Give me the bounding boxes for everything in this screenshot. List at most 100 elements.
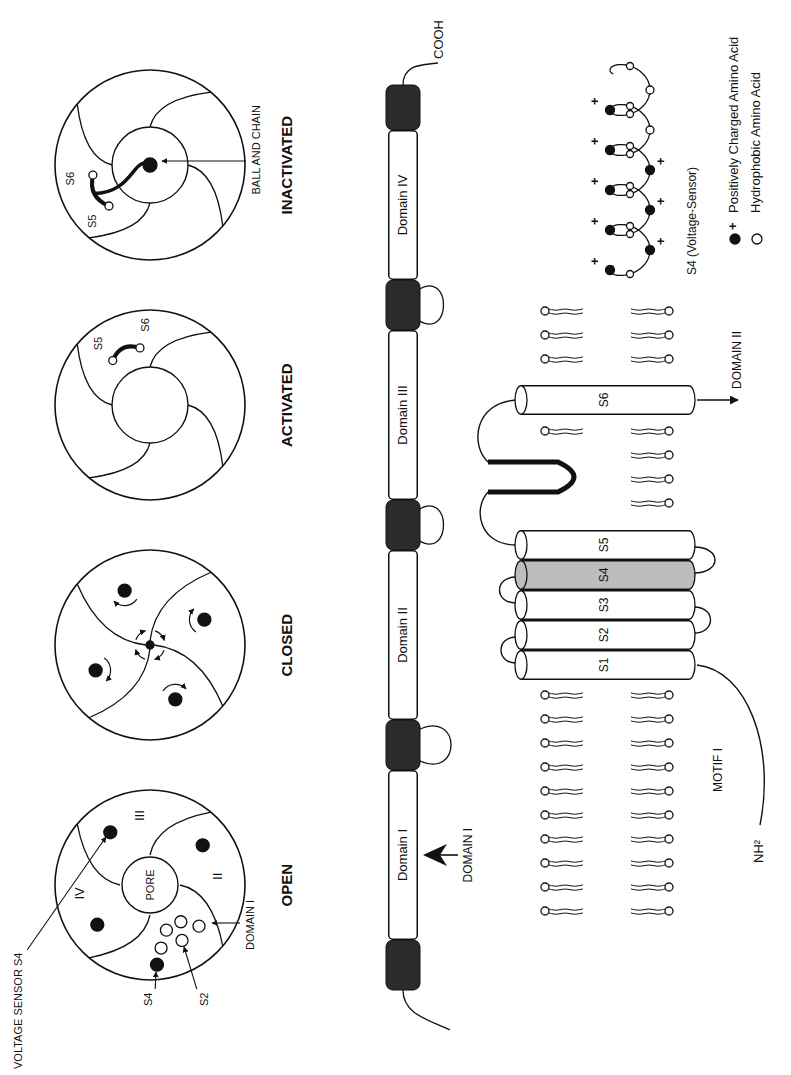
hydrophobic-residue xyxy=(646,86,654,94)
lipid-head xyxy=(541,307,549,315)
lipid-tail xyxy=(631,817,665,818)
lipid-tail xyxy=(549,865,583,866)
lipid-tail xyxy=(549,745,583,746)
lipid-head xyxy=(665,499,673,507)
voltage-sensor-dot xyxy=(150,958,163,971)
peptide-chain xyxy=(694,607,711,633)
domain-boundary xyxy=(188,405,223,466)
domain-boundary xyxy=(154,645,223,706)
node-text: S4 xyxy=(598,568,612,583)
cylinder-body xyxy=(521,561,695,590)
domain-box: Domain II xyxy=(388,550,418,720)
channel-outline xyxy=(55,70,245,260)
charge-sign: + xyxy=(588,97,603,105)
rotation-arrow xyxy=(155,650,165,659)
voltage-sensor-dot xyxy=(91,918,104,931)
pore-outline xyxy=(112,127,188,203)
lipid-head xyxy=(665,739,673,747)
lipid-tail xyxy=(549,789,583,790)
box-outline xyxy=(389,331,418,500)
lipid-tail xyxy=(631,457,665,458)
lipid-head xyxy=(541,835,549,843)
lipid-head xyxy=(541,691,549,699)
hydrophobic-residue xyxy=(627,223,634,230)
lipid-tail xyxy=(631,477,665,478)
rotation-arrow xyxy=(155,631,164,641)
hydrophobic-residue xyxy=(646,126,654,134)
channel-cross-section xyxy=(55,550,245,740)
roman-numeral: II xyxy=(211,873,226,880)
domain-label: DOMAIN I xyxy=(462,828,476,883)
hydrophobic-residue xyxy=(627,143,634,150)
lipid-tail xyxy=(631,721,665,722)
lipid-tail xyxy=(631,693,665,694)
charge-sign: + xyxy=(588,217,603,225)
domain-boundary xyxy=(150,812,211,855)
helix-dot xyxy=(193,920,205,932)
cylinder-body xyxy=(521,651,695,680)
closed-state-detail xyxy=(89,584,211,706)
lipid-tail xyxy=(631,789,665,790)
lipid-tail xyxy=(631,837,665,838)
lipid-head xyxy=(541,883,549,891)
helix-dot xyxy=(176,934,188,946)
legend-sample xyxy=(730,234,740,244)
lipid-tail xyxy=(549,309,583,310)
hydrophobic-residue xyxy=(627,111,634,118)
lipid-tail xyxy=(631,313,665,314)
state-label: ACTIVATED xyxy=(278,363,295,447)
lipid-head xyxy=(665,355,673,363)
membrane xyxy=(423,307,764,915)
leader-line xyxy=(212,922,240,923)
lipid-head xyxy=(665,475,673,483)
lipid-tail xyxy=(631,333,665,334)
lipid-tail xyxy=(631,909,665,910)
voltage-sensor-dot xyxy=(196,839,209,852)
legend-text: Positively Charged Amino Acid xyxy=(727,37,742,213)
domain-boundary xyxy=(89,443,150,478)
terminus-label: COOH xyxy=(432,20,447,59)
lipid-tail xyxy=(631,745,665,746)
peptide-chain xyxy=(480,492,516,545)
cylinder-cap xyxy=(515,621,527,650)
callout-label: VOLTAGE SENSOR S4 xyxy=(12,953,25,1069)
state-label: INACTIVATED xyxy=(278,116,295,215)
roman-numeral: IV xyxy=(73,887,88,899)
charge-sign: + xyxy=(654,237,669,245)
linker-loop xyxy=(418,726,451,764)
cylinder-cap xyxy=(515,531,527,560)
voltage-sensor-dot xyxy=(169,693,182,706)
callout-label: DOMAIN I xyxy=(244,900,257,950)
hydrophobic-residue xyxy=(627,103,634,110)
lipid-head xyxy=(665,691,673,699)
lipid-tail xyxy=(549,741,583,742)
voltage-sensor-dot xyxy=(198,613,211,626)
charge-sign: + xyxy=(726,222,741,230)
domain-box: Domain I xyxy=(388,770,418,940)
legend-text: Hydrophobic Amino Acid xyxy=(749,72,764,213)
lipid-tail xyxy=(631,769,665,770)
lipid-tail xyxy=(631,361,665,362)
cylinder-cap xyxy=(515,561,527,590)
charge-sign: + xyxy=(654,157,669,165)
lipid-tail xyxy=(549,841,583,842)
charge-sign: + xyxy=(588,257,603,265)
lipid-tail xyxy=(549,357,583,358)
legend-sample xyxy=(752,234,762,244)
node-text: S3 xyxy=(598,598,612,613)
lipid-tail xyxy=(631,889,665,890)
domain-box: Domain III xyxy=(388,330,418,500)
charge-sign: + xyxy=(588,177,603,185)
cylinder-cap xyxy=(515,591,527,620)
pore-outline xyxy=(122,857,178,913)
lipid-head xyxy=(665,907,673,915)
helix-cylinder: S1 xyxy=(515,650,695,680)
node-text: PORE xyxy=(144,869,157,900)
lipid-tail xyxy=(631,861,665,862)
cylinder-cap xyxy=(515,386,527,415)
lipid-tail xyxy=(631,337,665,338)
domain-boundary xyxy=(77,824,120,885)
leader-line xyxy=(155,972,157,989)
pore-circle: PORE xyxy=(121,856,179,914)
